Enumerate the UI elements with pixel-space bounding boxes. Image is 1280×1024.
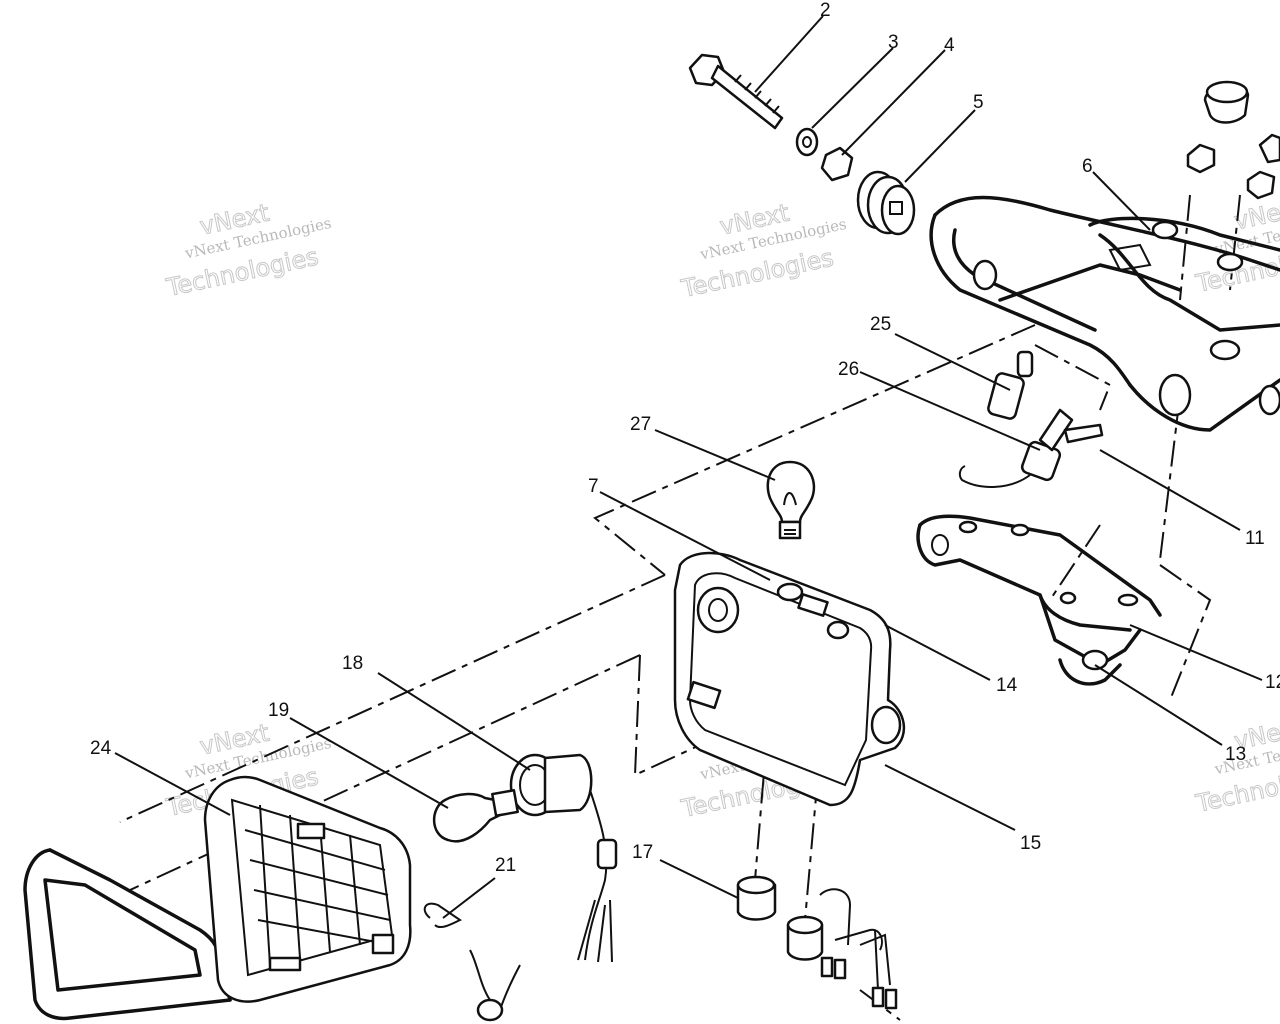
washer-part [795,127,819,157]
handlebar-bracket [929,195,1280,432]
callout-12: 12 [1265,672,1280,693]
callout-7: 7 [588,476,599,497]
bulb-part-upper [766,460,816,540]
watermark-top-right: vNext vNext Technologies Technologies [1192,193,1280,298]
callout-5: 5 [973,92,984,113]
headlamp-trim-ring [23,848,232,1021]
callout-19: 19 [268,700,289,721]
headlamp-lens [203,775,412,1003]
callout-17: 17 [632,842,653,863]
lower-bracket [916,514,1162,686]
callout-11: 11 [1245,528,1265,549]
callout-27: 27 [630,414,651,435]
clip-part [423,902,462,929]
lever-switch-part [958,408,1104,488]
callout-26: 26 [838,359,859,380]
watermark-top-center: vNext vNext Technologies Technologies [678,198,848,303]
leader-lines [114,15,1263,919]
callout-3: 3 [888,32,899,53]
headlight-housing [673,551,906,807]
callout-13: 13 [1225,744,1246,765]
callout-labels: 2 3 4 5 6 25 26 27 7 11 14 12 18 19 24 1… [90,0,1280,876]
callout-21: 21 [495,855,516,876]
callout-14: 14 [996,675,1018,696]
socket-part [509,753,618,963]
callout-2: 2 [820,0,831,21]
callout-25: 25 [870,314,891,335]
bolt-part [688,53,784,130]
callout-24: 24 [90,738,112,759]
switch-part [987,350,1034,420]
grommet-part [856,170,916,236]
callout-15: 15 [1020,833,1041,854]
callout-4: 4 [944,35,955,56]
watermark-top-left: vNext vNext Technologies Technologies [163,198,333,302]
bulb-part-lower [432,789,519,843]
callout-18: 18 [342,653,363,674]
rubber-mount-parts [1186,80,1280,200]
harness-grommets [736,875,898,1010]
nut-part [820,146,854,182]
callout-6: 6 [1082,156,1093,177]
